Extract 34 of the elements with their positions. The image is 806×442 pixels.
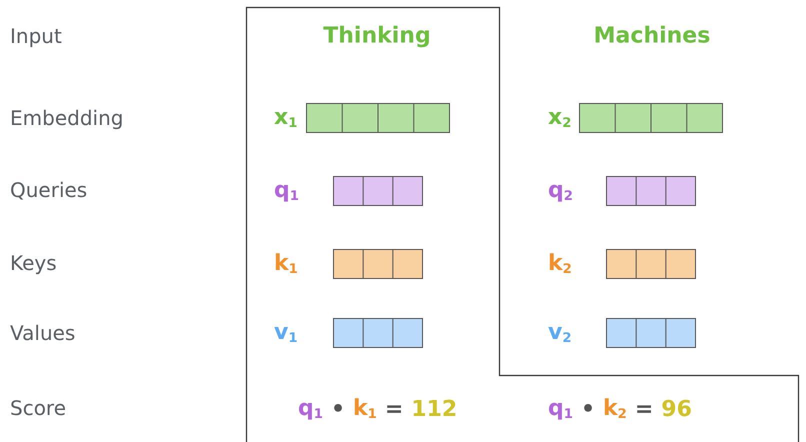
vector-bar: [606, 249, 696, 279]
vector-bar: [579, 103, 723, 133]
vector-bar: [333, 249, 423, 279]
vector-symbol: k$_{2}$: [548, 250, 572, 278]
equals-sign: =: [634, 396, 654, 422]
vector-bar: [606, 318, 696, 348]
vector-symbol: x$_{2}$: [548, 104, 572, 132]
vector-symbol: q$_{1}$: [274, 178, 299, 204]
dot-operator: •: [580, 396, 595, 422]
row-label: Score: [10, 396, 66, 420]
key-symbol: k$_{1}$: [353, 396, 377, 422]
vector-symbol: v$_{2}$: [548, 320, 572, 346]
query-symbol: q$_{1}$: [298, 396, 323, 422]
vector-symbol: k$_{1}$: [274, 250, 298, 278]
vector-symbol: v$_{1}$: [274, 320, 298, 346]
key-symbol: k$_{2}$: [603, 396, 627, 422]
vector-bar: [306, 103, 450, 133]
score-value: 112: [411, 396, 458, 422]
row-label: Keys: [10, 251, 57, 275]
query-symbol: q$_{1}$: [548, 396, 573, 422]
vector-symbol: q$_{2}$: [548, 178, 573, 204]
vector-bar: [333, 176, 423, 206]
word-label: Machines: [594, 24, 710, 48]
row-label: Queries: [10, 178, 88, 202]
word-label: Thinking: [323, 24, 431, 48]
vector-symbol: x$_{1}$: [274, 104, 298, 132]
dot-operator: •: [330, 396, 345, 422]
row-label: Values: [10, 321, 76, 345]
score-value: 96: [661, 396, 692, 422]
row-label: Embedding: [10, 106, 124, 130]
vector-bar: [333, 318, 423, 348]
row-label: Input: [10, 24, 62, 48]
vector-bar: [606, 176, 696, 206]
equals-sign: =: [384, 396, 404, 422]
